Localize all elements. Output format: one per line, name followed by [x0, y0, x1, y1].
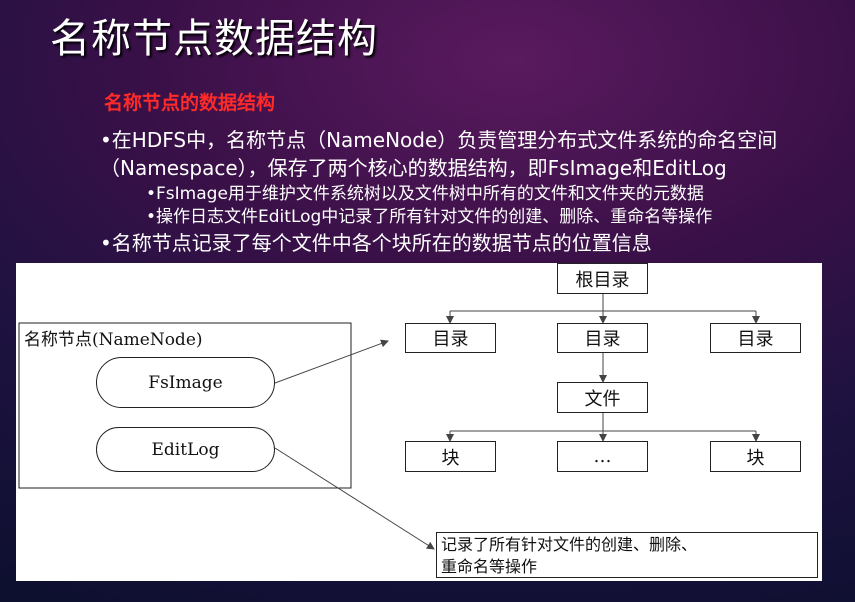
directory-node-left: 目录 — [405, 323, 496, 353]
editlog-note: 记录了所有针对文件的创建、删除、 重命名等操作 — [436, 532, 818, 578]
slide-title: 名称节点数据结构 — [50, 16, 378, 62]
block-node-right: 块 — [710, 441, 801, 472]
block-node-middle: … — [557, 441, 648, 472]
root-directory-node: 根目录 — [557, 263, 648, 294]
directory-node-middle: 目录 — [557, 323, 648, 353]
fsimage-node: FsImage — [96, 357, 275, 408]
block-node-left: 块 — [405, 441, 496, 472]
bullet-1-line-1: •在HDFS中，名称节点（NameNode）负责管理分布式文件系统的命名空间 — [100, 128, 778, 152]
slide-subtitle: 名称节点的数据结构 — [104, 92, 276, 114]
bullet-2: •名称节点记录了每个文件中各个块所在的数据节点的位置信息 — [100, 231, 652, 255]
sub-bullet-2: •操作日志文件EditLog中记录了所有针对文件的创建、删除、重命名等操作 — [146, 207, 713, 227]
namenode-diagram: 名称节点(NameNode) FsImage EditLog 根目录 目录 目录… — [16, 263, 822, 581]
sub-bullet-1: •FsImage用于维护文件系统树以及文件树中所有的文件和文件夹的元数据 — [146, 184, 704, 204]
file-node: 文件 — [557, 382, 648, 413]
namenode-box — [18, 322, 352, 489]
editlog-node: EditLog — [96, 427, 275, 472]
bullet-1-line-2: （Namespace），保存了两个核心的数据结构，即FsImage和EditLo… — [100, 156, 727, 180]
namenode-label: 名称节点(NameNode) — [24, 330, 203, 350]
directory-node-right: 目录 — [710, 323, 801, 353]
diagram-connectors — [18, 294, 760, 550]
editlog-note-line-1: 记录了所有针对文件的创建、删除、 — [441, 535, 698, 554]
editlog-note-line-2: 重命名等操作 — [441, 557, 538, 576]
